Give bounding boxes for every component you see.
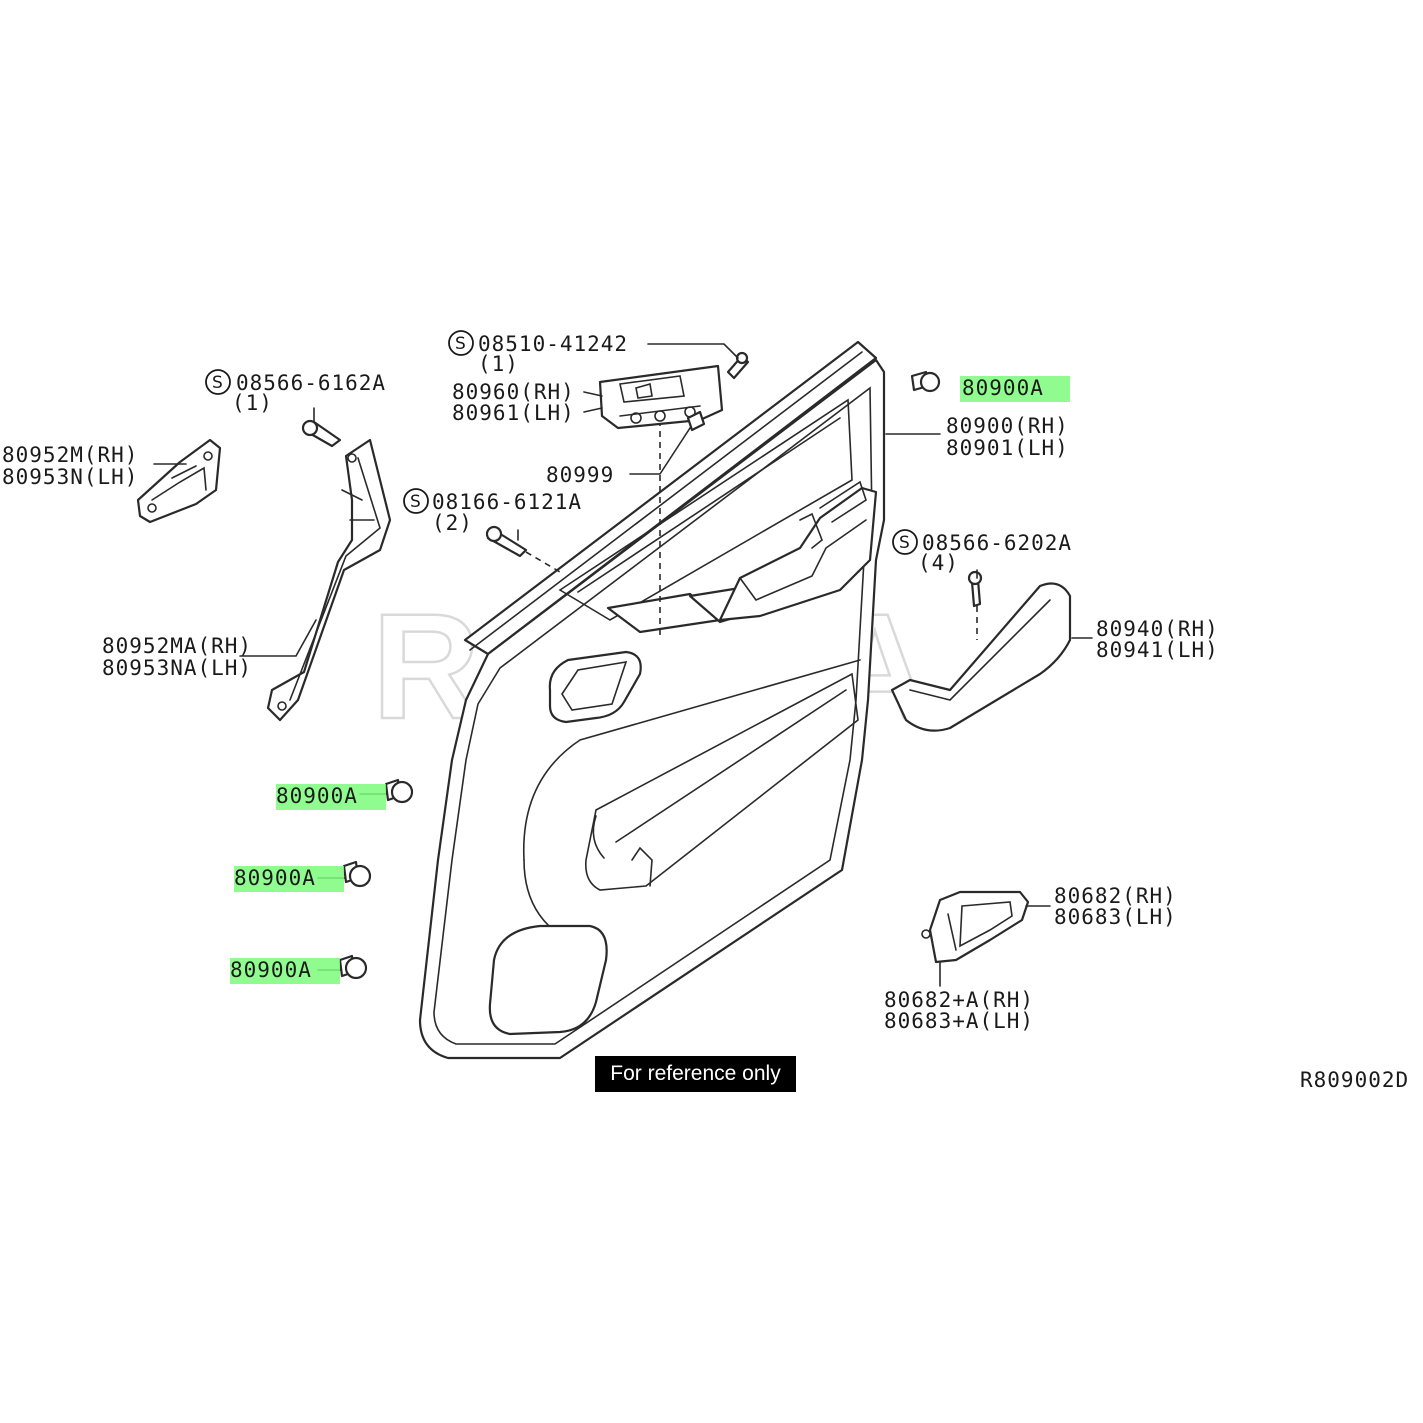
label-screw-mid: 08166-6121A: [432, 490, 582, 514]
label-bracket-long-rh: 80952MA(RH): [102, 634, 252, 658]
label-trim-rh: 80900(RH): [946, 414, 1069, 438]
clip-3-shape: [338, 954, 368, 980]
label-bracket-small-rh: 80952M(RH): [2, 443, 138, 467]
highlight-clip-top: [960, 376, 1070, 402]
s-mark-screw-mid: S: [403, 488, 429, 514]
label-bracket-screw: 08566-6162A: [236, 371, 386, 395]
label-handle-lh: 80683(LH): [1054, 905, 1177, 929]
label-trim-lh: 80901(LH): [946, 436, 1069, 460]
label-screw-top: 08510-41242: [478, 332, 628, 356]
s-mark-armrest-screw: S: [892, 529, 918, 555]
label-handle-rh: 80682(RH): [1054, 884, 1177, 908]
power-window-switch: [598, 351, 750, 432]
clip-1-shape: [384, 778, 414, 804]
label-armrest-screw-qty: (4): [918, 551, 959, 575]
reference-note: For reference only: [595, 1056, 796, 1092]
highlight-clip-3: [230, 958, 340, 984]
label-switch-rh: 80960(RH): [452, 380, 575, 404]
clip-top: [910, 370, 941, 393]
label-bracket-long-lh: 80953NA(LH): [102, 656, 252, 680]
armrest: [890, 570, 1072, 732]
long-bracket: [266, 419, 392, 722]
highlight-clip-2: [234, 866, 344, 892]
highlight-clip-1: [276, 784, 386, 810]
diagram-code: R809002D: [1300, 1068, 1409, 1092]
inside-handle: [921, 890, 1030, 964]
label-screw-top-qty: (1): [478, 352, 519, 376]
label-clip-3: 80900A: [230, 958, 312, 982]
label-bracket-screw-qty: (1): [232, 391, 273, 415]
s-mark-bracket-screw: S: [205, 369, 231, 395]
label-handle-a-rh: 80682+A(RH): [884, 988, 1034, 1012]
clip-2-shape: [342, 860, 372, 888]
label-clip-80999: 80999: [546, 463, 614, 487]
label-handle-a-lh: 80683+A(LH): [884, 1009, 1034, 1033]
label-armrest-rh: 80940(RH): [1096, 617, 1219, 641]
label-armrest-screw: 08566-6202A: [922, 531, 1072, 555]
label-screw-mid-qty: (2): [432, 511, 473, 535]
svg-text:S: S: [899, 533, 910, 553]
label-clip-top: 80900A: [962, 376, 1044, 400]
label-armrest-lh: 80941(LH): [1096, 638, 1219, 662]
door-trim-panel: [418, 340, 886, 1060]
label-switch-lh: 80961(LH): [452, 401, 575, 425]
label-bracket-small-lh: 80953N(LH): [2, 465, 138, 489]
label-clip-1: 80900A: [276, 784, 358, 808]
svg-text:S: S: [212, 373, 223, 393]
s-mark-screw-top: S: [448, 330, 474, 356]
screw-08166: [485, 525, 561, 573]
svg-text:S: S: [410, 492, 421, 512]
label-clip-2: 80900A: [234, 866, 316, 890]
small-bracket: [136, 438, 222, 524]
svg-text:S: S: [455, 334, 466, 354]
